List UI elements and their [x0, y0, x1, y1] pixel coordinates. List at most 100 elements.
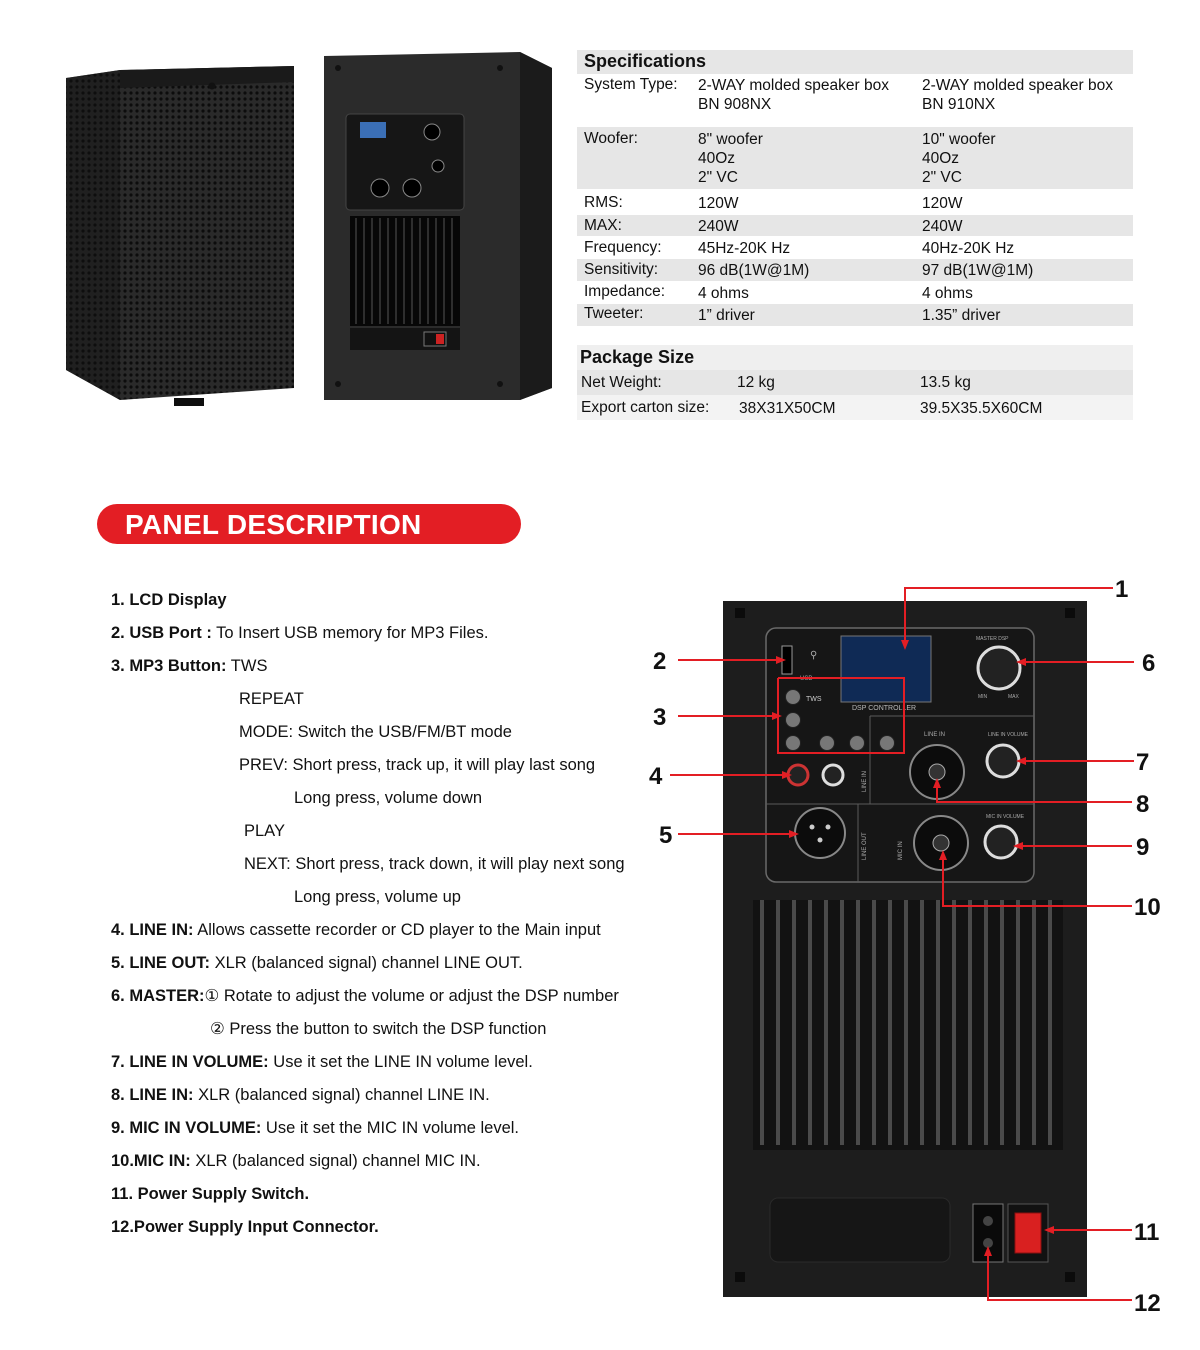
- list-item: 5. LINE OUT: XLR (balanced signal) chann…: [111, 954, 523, 972]
- speaker-rear-photo: [324, 52, 552, 400]
- package-heading: Package Size: [580, 347, 695, 367]
- xlr-line-out[interactable]: [794, 807, 846, 859]
- spec-row-impedance: Impedance: 4 ohms 4 ohms: [577, 281, 1133, 304]
- panel-description-banner: PANEL DESCRIPTION: [97, 504, 521, 544]
- spec-value-b: 1.35” driver: [922, 307, 1001, 324]
- callout-arrowheads: [772, 640, 1054, 1256]
- spec-value-a: 2-WAY molded speaker box: [698, 77, 889, 94]
- spec-value-a: 2" VC: [698, 169, 738, 186]
- callout-6: 6: [1142, 650, 1155, 677]
- list-item: 8. LINE IN: XLR (balanced signal) channe…: [111, 1086, 490, 1104]
- callout-9: 9: [1136, 834, 1149, 861]
- spec-value-b: 2-WAY molded speaker box: [922, 77, 1113, 94]
- list-item: 4. LINE IN: Allows cassette recorder or …: [111, 921, 601, 939]
- callout-2: 2: [653, 648, 666, 675]
- spec-row-frequency: Frequency: 45Hz-20K Hz 40Hz-20K Hz: [577, 236, 1133, 259]
- line-out-label: LINE OUT: [862, 832, 868, 860]
- spec-row-system-type: System Type: 2-WAY molded speaker box BN…: [577, 74, 1133, 118]
- spec-row-tweeter: Tweeter: 1” driver 1.35” driver: [577, 304, 1133, 326]
- spec-label: MAX:: [584, 217, 622, 234]
- callout-11: 11: [1134, 1219, 1159, 1246]
- list-item: 7. LINE IN VOLUME: Use it set the LINE I…: [111, 1053, 533, 1071]
- package-value-a: 38X31X50CM: [739, 400, 836, 417]
- spec-label: Tweeter:: [584, 305, 644, 322]
- spec-row-rms: RMS: 120W 120W: [577, 189, 1133, 215]
- list-item: Long press, volume up: [294, 888, 461, 906]
- min-label: MIN: [978, 694, 988, 700]
- package-value-b: 39.5X35.5X60CM: [920, 400, 1043, 417]
- spec-value-a: 1” driver: [698, 307, 755, 324]
- master-label: MASTER DSP: [976, 636, 1009, 642]
- list-item: 11. Power Supply Switch.: [111, 1185, 310, 1203]
- mic-in-volume-knob[interactable]: [983, 824, 1019, 860]
- master-knob[interactable]: [976, 645, 1022, 691]
- usb-icon: ⚲: [810, 650, 817, 661]
- spec-heading: Specifications: [584, 51, 707, 71]
- spec-value-b: BN 910NX: [922, 96, 996, 113]
- package-value-a: 12 kg: [737, 374, 775, 391]
- line-in-volume-knob[interactable]: [985, 743, 1021, 779]
- bottom-recess: [769, 1197, 951, 1263]
- list-item: PREV: Short press, track up, it will pla…: [239, 756, 596, 774]
- callout-7: 7: [1136, 749, 1149, 776]
- spec-row-max: MAX: 240W 240W: [577, 215, 1133, 236]
- spec-label: RMS:: [584, 194, 623, 211]
- mount-holes: [735, 608, 1075, 1282]
- spec-value-b: 97 dB(1W@1M): [922, 262, 1034, 279]
- spec-value-b: 4 ohms: [922, 285, 973, 302]
- rca-white[interactable]: [821, 763, 845, 787]
- list-item: 12.Power Supply Input Connector.: [111, 1218, 379, 1236]
- list-item: PLAY: [244, 822, 285, 840]
- list-item: 3. MP3 Button: TWS: [111, 657, 268, 675]
- list-item: REPEAT: [239, 690, 304, 708]
- package-label: Export carton size:: [581, 399, 710, 416]
- mic-in-volume-label: MIC IN VOLUME: [986, 814, 1025, 820]
- dsp-label: DSP CONTROLLER: [852, 705, 916, 712]
- callout-10: 10: [1134, 894, 1161, 921]
- tws-label: TWS: [806, 696, 822, 703]
- rca-line-in-label: LINE IN: [862, 771, 868, 792]
- package-row-carton: Export carton size: 38X31X50CM 39.5X35.5…: [577, 395, 1133, 420]
- package-row-weight: Net Weight: 12 kg 13.5 kg: [577, 370, 1133, 395]
- package-size-table: Package Size Net Weight: 12 kg 13.5 kg E…: [577, 345, 1133, 420]
- spec-label: Impedance:: [584, 283, 665, 300]
- speaker-front-photo: [66, 66, 294, 406]
- list-item: ② Press the button to switch the DSP fun…: [210, 1020, 547, 1038]
- spec-heading-row: Specifications: [577, 50, 1133, 74]
- max-label: MAX: [1008, 694, 1020, 700]
- spec-value-a: 96 dB(1W@1M): [698, 262, 810, 279]
- list-item: NEXT: Short press, track down, it will p…: [244, 855, 625, 873]
- spec-value-a: 8" woofer: [698, 131, 763, 148]
- callout-5: 5: [659, 822, 672, 849]
- package-label: Net Weight:: [581, 374, 662, 391]
- callout-1: 1: [1115, 576, 1128, 603]
- spec-value-a: 45Hz-20K Hz: [698, 240, 791, 257]
- list-item: 9. MIC IN VOLUME: Use it set the MIC IN …: [111, 1119, 520, 1137]
- spec-label: System Type:: [584, 76, 678, 93]
- heatsink-fins: [760, 900, 1052, 1145]
- list-item: 1. LCD Display: [111, 591, 227, 609]
- callout-8: 8: [1136, 791, 1149, 818]
- spec-value-b: 240W: [922, 218, 963, 235]
- spec-label: Sensitivity:: [584, 261, 659, 278]
- spec-label: Frequency:: [584, 239, 662, 256]
- callout-lines: [670, 587, 1134, 1301]
- spec-value-a: 4 ohms: [698, 285, 749, 302]
- list-item: 10.MIC IN: XLR (balanced signal) channel…: [111, 1152, 481, 1170]
- callout-4: 4: [649, 763, 663, 790]
- mic-in-label: MIC IN: [898, 841, 904, 860]
- spec-value-a: 120W: [698, 195, 739, 212]
- power-switch[interactable]: [1014, 1212, 1042, 1254]
- list-item: 2. USB Port : To Insert USB memory for M…: [111, 624, 489, 642]
- spec-value-a: BN 908NX: [698, 96, 772, 113]
- list-item: Long press, volume down: [294, 789, 483, 807]
- spec-value-b: 40Oz: [922, 150, 960, 167]
- lcd-display: [840, 635, 932, 703]
- callout-3: 3: [653, 704, 666, 731]
- package-heading-row: Package Size: [577, 345, 1133, 370]
- mp3-buttons[interactable]: [785, 689, 895, 751]
- spec-value-a: 240W: [698, 218, 739, 235]
- combo-line-in-label: LINE IN: [924, 732, 945, 738]
- rear-panel-figure: DSP CONTROLLER USB ⚲ TWS LINE IN LINE OU…: [649, 576, 1161, 1317]
- specifications-table: Specifications System Type: 2-WAY molded…: [577, 50, 1133, 420]
